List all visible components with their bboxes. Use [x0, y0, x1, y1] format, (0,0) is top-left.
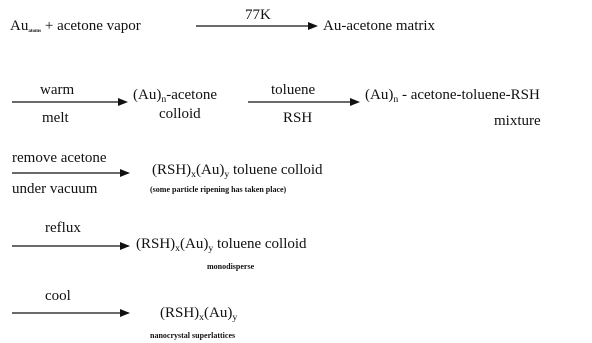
gold-atoms-label: Au	[10, 18, 29, 34]
row2-product1-line2: colloid	[159, 106, 201, 122]
row3-arrow-top: remove acetone	[12, 150, 107, 166]
x-subscript: x	[175, 242, 181, 254]
row2-arrow1-top: warm	[40, 82, 75, 98]
thiol-label: (RSH)	[136, 236, 176, 252]
row2-arrow2-icon	[248, 98, 360, 106]
gold-label: (Au)	[204, 305, 233, 321]
row4-note: monodisperse	[207, 262, 255, 271]
toluene-colloid-label: toluene colloid	[229, 162, 323, 178]
y-subscript: y	[224, 168, 230, 180]
row2-arrow1-bottom: melt	[42, 110, 69, 126]
gold-label: (Au)	[180, 236, 209, 252]
row4-arrow-top: reflux	[45, 220, 81, 236]
n-subscript: n	[161, 93, 167, 105]
toluene-colloid-label: toluene colloid	[213, 236, 307, 252]
x-subscript: x	[191, 168, 197, 180]
row4-arrow-icon	[12, 242, 130, 250]
row3-note: (some particle ripening has taken place)	[150, 185, 287, 194]
row2-product2: (Au)n - acetone-toluene-RSH	[365, 87, 540, 105]
row1-reactant: Auatoms + acetone vapor	[10, 18, 141, 35]
atoms-subscript: atoms	[28, 29, 42, 34]
row3-product: (RSH)x(Au)y toluene colloid	[152, 162, 323, 180]
row2-arrow2-bottom: RSH	[283, 110, 313, 126]
row4-product: (RSH)x(Au)y toluene colloid	[136, 236, 307, 254]
thiol-label: (RSH)	[160, 305, 200, 321]
row5-product: (RSH)x(Au)y	[160, 305, 238, 323]
row2-product2-line2: mixture	[494, 113, 541, 129]
row2-arrow1-icon	[12, 98, 128, 106]
acetone-suffix: -acetone	[166, 87, 217, 103]
y-subscript: y	[208, 242, 214, 254]
n-subscript: n	[393, 93, 399, 105]
acetone-vapor-label: + acetone vapor	[44, 18, 141, 34]
gold-cluster-label: (Au)	[365, 87, 394, 103]
row3-arrow-bottom: under vacuum	[12, 181, 98, 197]
row1-product: Au-acetone matrix	[323, 18, 436, 34]
row5-arrow-icon	[12, 309, 130, 317]
x-subscript: x	[199, 311, 205, 323]
mixture-components: - acetone-toluene-RSH	[398, 87, 540, 103]
gold-cluster-label: (Au)	[133, 87, 162, 103]
thiol-label: (RSH)	[152, 162, 192, 178]
row1-arrow-icon	[196, 22, 318, 30]
y-subscript: y	[232, 311, 238, 323]
row5-note: nanocrystal superlattices	[150, 331, 236, 340]
gold-label: (Au)	[196, 162, 225, 178]
row2-product1: (Au)n-acetone	[133, 87, 217, 105]
row1-arrow-condition: 77K	[245, 7, 271, 23]
row5-arrow-top: cool	[45, 288, 71, 304]
row2-arrow2-top: toluene	[271, 82, 316, 98]
row3-arrow-icon	[12, 169, 130, 177]
